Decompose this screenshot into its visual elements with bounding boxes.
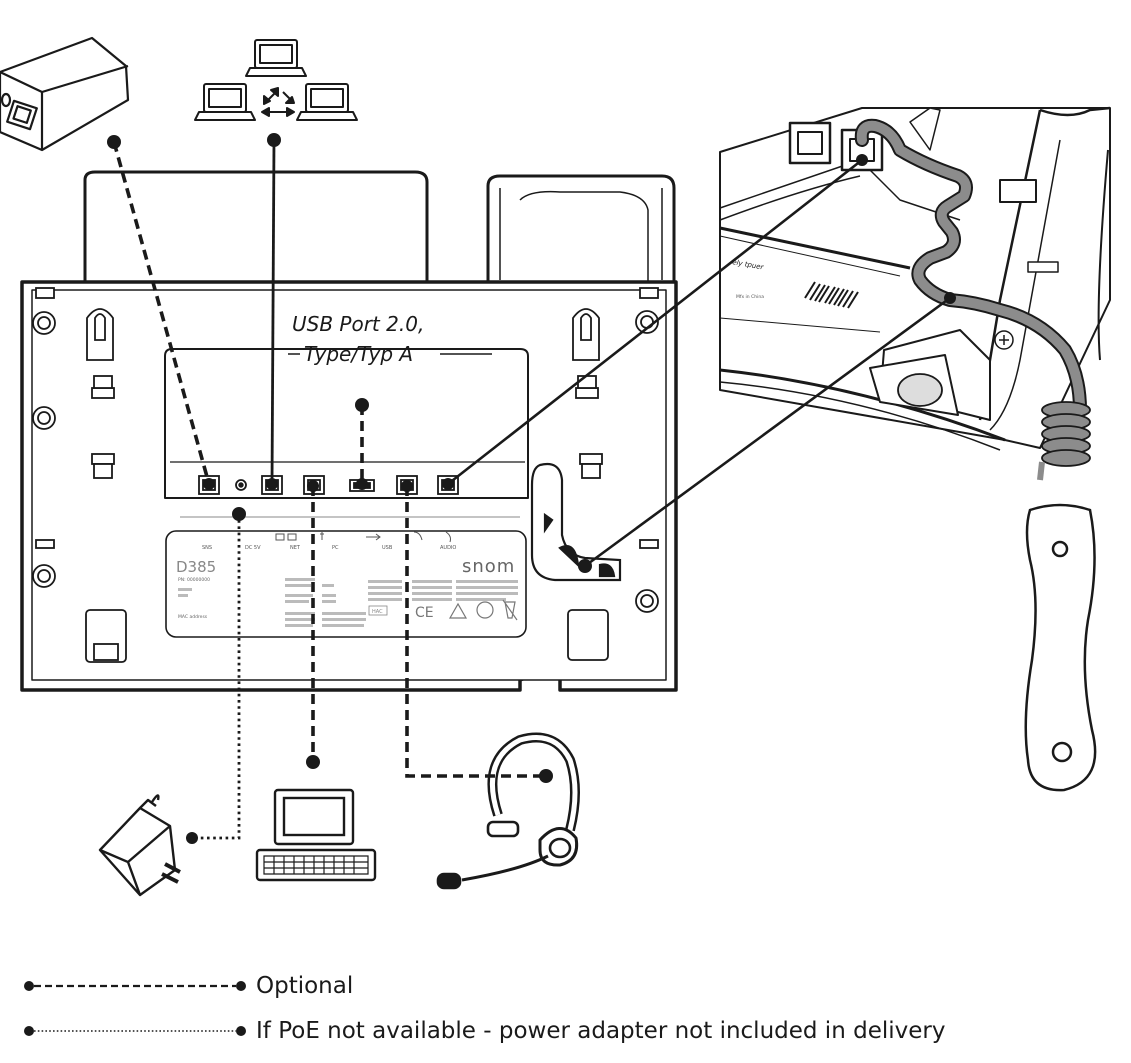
hac-label: HAC	[372, 609, 383, 615]
legend-optional-text: Optional	[256, 973, 354, 999]
detail-port-1	[788, 121, 832, 165]
optional-line-sns	[112, 141, 211, 485]
port-label-sns: SNS	[202, 545, 212, 551]
connection-lines	[112, 139, 951, 840]
port-label-net: NET	[290, 545, 301, 551]
fine-print	[178, 578, 518, 627]
model-label: D385	[176, 558, 216, 576]
port-label-dc: DC 5V	[245, 545, 261, 551]
usb-label-line2: Type/Typ A	[304, 342, 413, 366]
laptop-icon	[296, 83, 358, 121]
coupler-box-icon	[0, 36, 130, 152]
power-adapter-icon	[98, 794, 181, 897]
handset-line	[447, 158, 863, 486]
dashed-line-swatch	[24, 981, 246, 991]
port-label-usb: USB	[382, 545, 393, 551]
svg-text:CE: CE	[415, 605, 434, 621]
label-plate: SNS DC 5V NET PC USB AUDIO D385 snom PN:…	[176, 545, 518, 627]
port-label-audio: AUDIO	[440, 545, 456, 551]
port-label-pc: PC	[332, 545, 339, 551]
handset-connection-detail: ely tpuer Mfx in China	[719, 106, 1111, 481]
handset-icon	[1024, 503, 1097, 792]
headset-icon	[436, 732, 580, 890]
port-label-row: SNS DC 5V NET PC USB AUDIO	[202, 545, 456, 551]
pn-label: PN: 00000000	[178, 577, 210, 583]
legend-poe-text: If PoE not available - power adapter not…	[256, 1018, 946, 1044]
cord-line	[584, 296, 951, 568]
mac-label: MAC address	[178, 614, 208, 620]
legend-optional: Optional	[22, 971, 353, 1001]
usb-port-callout: USB Port 2.0, Type/Typ A	[288, 312, 492, 366]
dc-power-jack	[235, 479, 247, 491]
computer-icon	[255, 788, 377, 882]
network-line	[270, 139, 276, 485]
cord-channel	[530, 462, 622, 582]
usb-label-line1: USB Port 2.0,	[292, 312, 424, 336]
brand-logo: snom	[462, 556, 515, 577]
dotted-line-power	[192, 514, 241, 840]
barcode	[804, 281, 859, 309]
optional-line-headset	[405, 486, 546, 778]
wall-mount-holes	[32, 287, 659, 663]
connection-dots	[107, 133, 956, 844]
certification-icons: CE	[415, 599, 518, 621]
laptop-icon	[245, 39, 307, 77]
made-in-label: Mfx in China	[736, 294, 764, 300]
keyboard-keys	[263, 855, 369, 875]
coil-cord	[1037, 401, 1091, 481]
network-icon	[194, 39, 358, 121]
legend-poe: If PoE not available - power adapter not…	[22, 1016, 945, 1046]
laptop-icon	[194, 83, 256, 121]
dotted-line-swatch	[24, 1026, 246, 1036]
